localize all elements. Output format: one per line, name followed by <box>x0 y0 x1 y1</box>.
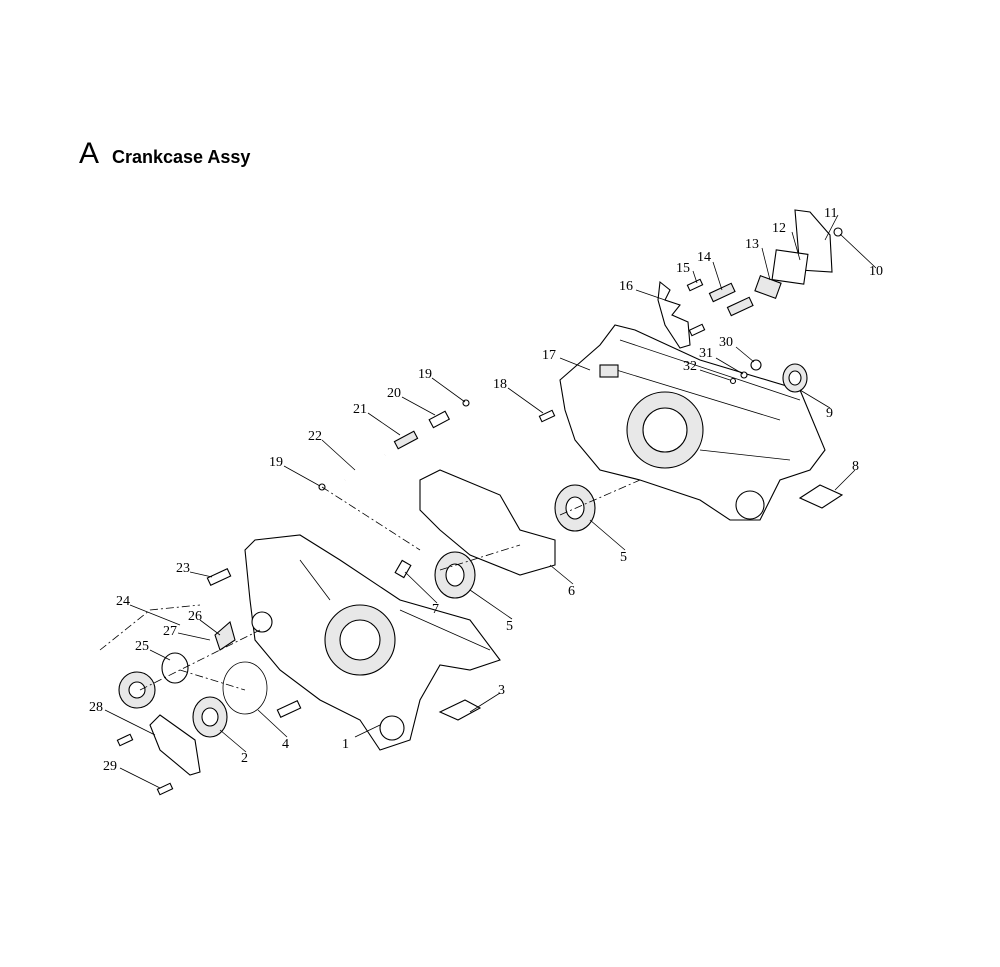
callout-31: 31 <box>699 346 713 361</box>
callout-26: 26 <box>188 609 202 624</box>
callout-3: 3 <box>498 683 505 698</box>
callout-16: 16 <box>619 279 633 294</box>
callout-1: 1 <box>342 737 349 752</box>
circlip <box>222 661 268 715</box>
callout-5: 5 <box>506 619 513 634</box>
callout-4: 4 <box>282 737 289 752</box>
callout-30: 30 <box>719 335 733 350</box>
oil-rod-assembly <box>318 399 470 491</box>
section-letter: A <box>79 137 100 170</box>
section-title: Crankcase Assy <box>112 147 251 167</box>
plate <box>149 714 201 776</box>
callout-27: 27 <box>163 624 177 639</box>
callout-22: 22 <box>308 429 322 444</box>
tensioner <box>754 275 782 299</box>
oil-pump <box>118 671 156 709</box>
callout-14: 14 <box>697 250 711 265</box>
callout-18: 18 <box>493 377 507 392</box>
callout-6: 6 <box>568 584 575 599</box>
gasket <box>419 469 556 576</box>
callout-21: 21 <box>353 402 367 417</box>
callout-24: 24 <box>116 594 130 609</box>
chain-catcher <box>657 280 691 349</box>
oil-seal <box>192 696 228 738</box>
o-ring <box>161 652 189 684</box>
callout-11: 11 <box>824 206 837 221</box>
callout-labels: 1112131015141617183031329819202122195675… <box>89 206 883 774</box>
callout-19: 19 <box>269 455 283 470</box>
callout-10: 10 <box>869 264 883 279</box>
leader-lines <box>104 214 877 789</box>
callout-8: 8 <box>852 459 859 474</box>
bracket <box>438 699 482 721</box>
callout-17: 17 <box>542 348 556 363</box>
callout-32: 32 <box>683 359 697 374</box>
callout-7: 7 <box>432 602 439 617</box>
callout-12: 12 <box>772 221 786 236</box>
center-line <box>99 479 641 691</box>
callout-9: 9 <box>826 406 833 421</box>
callout-2: 2 <box>241 751 248 766</box>
callout-23: 23 <box>176 561 190 576</box>
callout-13: 13 <box>745 237 759 252</box>
guide-plate-inner <box>771 249 809 285</box>
callout-5: 5 <box>620 550 627 565</box>
oil-seal <box>782 363 808 393</box>
pump-cover <box>214 621 236 651</box>
crankcase-right-half <box>559 324 826 521</box>
callout-25: 25 <box>135 639 149 654</box>
crankcase-left-half <box>244 534 501 751</box>
bearing <box>554 484 596 532</box>
callout-15: 15 <box>676 261 690 276</box>
callout-29: 29 <box>103 759 117 774</box>
stud <box>726 296 754 317</box>
callout-19: 19 <box>418 367 432 382</box>
callout-20: 20 <box>387 386 401 401</box>
stud <box>708 282 736 303</box>
callout-28: 28 <box>89 700 103 715</box>
bracket <box>798 484 844 509</box>
bearing <box>434 551 476 599</box>
